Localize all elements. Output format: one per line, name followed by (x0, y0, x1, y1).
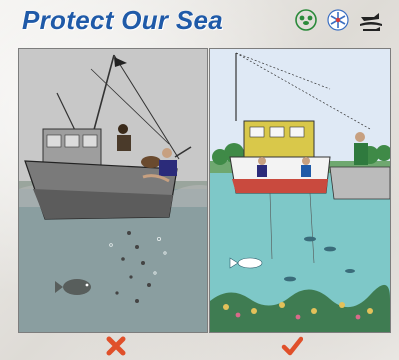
destructive-fishing-illustration (19, 49, 207, 332)
panel-sustainable-fishing (209, 48, 391, 333)
panel-destructive-fishing (18, 48, 208, 333)
poster-title: Protect Our Sea (22, 5, 224, 35)
fish-boat-logo-icon (358, 8, 384, 32)
sustainable-fishing-illustration (210, 49, 390, 332)
poster-header: Protect Our Sea (0, 0, 399, 40)
red-check-icon (281, 335, 303, 357)
snowflake-emblem-icon (325, 8, 351, 32)
red-cross-icon (105, 335, 127, 357)
panda-logo-icon (293, 8, 319, 32)
